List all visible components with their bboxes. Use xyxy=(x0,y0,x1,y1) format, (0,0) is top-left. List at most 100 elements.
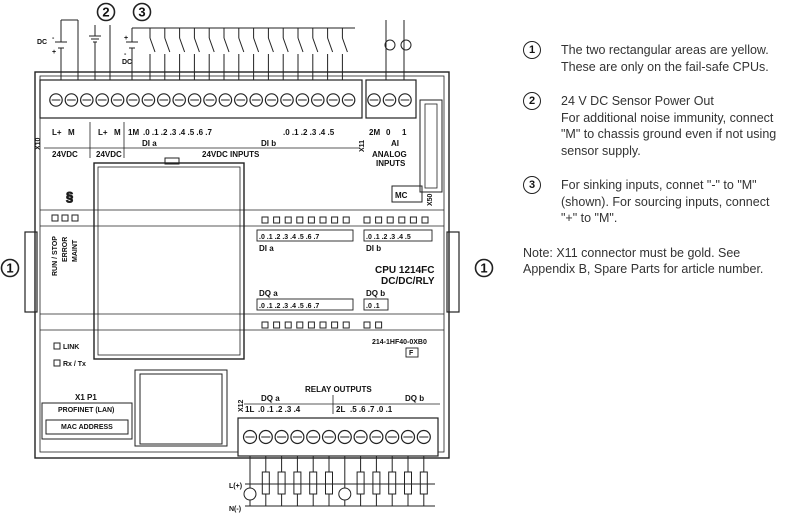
top-screw-16 xyxy=(295,93,310,107)
led-0-0 xyxy=(261,216,269,224)
led-0-6 xyxy=(331,216,339,224)
led-2-0 xyxy=(261,321,269,329)
io-panels xyxy=(256,229,433,311)
switch-blade-8 xyxy=(267,37,274,53)
load-11 xyxy=(419,471,428,495)
ac-source-6 xyxy=(338,487,352,501)
relay-a-nums: .0 .1 .2 .3 .4 xyxy=(258,405,301,414)
note-3: 3 For sinking inputs, connet "-" to "M" … xyxy=(523,176,795,227)
note-3-line-2: (shown). For sourcing inputs, connect xyxy=(561,194,770,209)
relay-screw-9 xyxy=(385,429,400,445)
lplus2-label: L+ xyxy=(98,128,108,137)
load-5 xyxy=(325,471,333,495)
run-stop-label: RUN / STOP xyxy=(52,236,59,276)
load-7 xyxy=(356,471,365,495)
switch-blade-3 xyxy=(193,37,200,53)
top-screw-6 xyxy=(141,93,156,107)
top-screw-12 xyxy=(234,93,248,107)
note-1-number: 1 xyxy=(523,41,541,59)
relay-screw-11 xyxy=(416,429,431,445)
top-screw-1 xyxy=(64,93,79,107)
switch-blade-10 xyxy=(297,37,304,53)
dc-label: DC xyxy=(37,39,47,46)
callout-3-text: 3 xyxy=(138,5,145,20)
top-screw-11 xyxy=(218,93,233,107)
dia-top: DI a xyxy=(142,139,157,148)
led-1-1 xyxy=(375,216,383,224)
analog-screw-1 xyxy=(382,93,397,107)
relay-dqb: DQ b xyxy=(405,394,424,403)
led-0-1 xyxy=(273,216,281,224)
relay-outputs-label: RELAY OUTPUTS xyxy=(305,385,372,394)
relay-screw-3 xyxy=(290,429,305,445)
mc-label: MC xyxy=(395,191,408,200)
note-2-number: 2 xyxy=(523,92,541,110)
top-terminal-labels: X10 L+ M L+ M 1M .0 .1 .2 .3 .4 .5 .6 .7… xyxy=(35,128,407,168)
input-nums-b: .0 .1 .2 .3 .4 .5 xyxy=(283,128,335,137)
dqa-label: DQ a xyxy=(259,289,278,298)
note-3-line-3: "+" to "M". xyxy=(561,211,618,225)
analog-terminal-screws xyxy=(367,93,412,107)
led-0-5 xyxy=(319,216,327,224)
notes-panel: 1 The two rectangular areas are yellow. … xyxy=(523,41,795,278)
top-screw-10 xyxy=(203,93,217,107)
callout-1-right: 1 xyxy=(474,258,494,278)
relay-screw-2 xyxy=(274,429,289,445)
order-number: 214-1HF40-0XB0 xyxy=(372,339,427,346)
note-1-line-2: These are only on the fail-safe CPUs. xyxy=(561,59,769,74)
lplus-label: L+ xyxy=(52,128,62,137)
ai0-label: 0 xyxy=(386,128,391,137)
load-3 xyxy=(293,471,302,495)
led-2-6 xyxy=(331,321,339,329)
24vdc-mid: 24VDC xyxy=(96,150,122,159)
dc2-minus: - xyxy=(124,51,127,58)
callout-1-left: 1 xyxy=(0,258,20,278)
led-2-7 xyxy=(342,321,350,329)
load-10 xyxy=(404,471,412,495)
label-lines xyxy=(44,122,360,158)
x10-label: X10 xyxy=(35,137,42,150)
led-3-1 xyxy=(375,321,383,329)
analog-label: ANALOG xyxy=(372,150,407,159)
relay-screw-8 xyxy=(369,429,384,445)
ai-label: AI xyxy=(391,139,399,148)
note-3-number: 3 xyxy=(523,176,541,194)
relay-b-nums: .5 .6 .7 .0 .1 xyxy=(350,405,393,414)
dib-nums: .0 .1 .2 .3 .4 .5 xyxy=(366,234,411,241)
note-1-line-1: The two rectangular areas are yellow. xyxy=(561,43,769,57)
top-wiring xyxy=(55,19,412,80)
inputs-label: INPUTS xyxy=(376,159,406,168)
load-1 xyxy=(261,471,270,495)
dc2-label: DC xyxy=(122,59,132,66)
callout-3: 3 xyxy=(132,2,152,22)
top-screw-3 xyxy=(95,93,109,107)
note-2-line-2: For additional noise immunity, connect xyxy=(561,110,774,125)
switch-blade-9 xyxy=(282,37,289,53)
led-3-0 xyxy=(363,321,371,329)
callout-2-text: 2 xyxy=(102,5,109,20)
maint-label: MAINT xyxy=(72,239,79,262)
load-8 xyxy=(372,471,381,495)
rxtx-label: Rx / Tx xyxy=(63,361,86,368)
cpu-variant: DC/DC/RLY xyxy=(381,276,435,287)
ground-symbol: § xyxy=(66,189,73,204)
dia-label: DI a xyxy=(259,244,274,253)
ai1-label: 1 xyxy=(402,128,407,137)
led-1-4 xyxy=(409,216,417,224)
led-2-3 xyxy=(296,321,304,329)
callout-2: 2 xyxy=(96,2,116,22)
mac-label: MAC ADDRESS xyxy=(61,424,113,431)
switch-blade-0 xyxy=(149,37,156,53)
x11-label: X11 xyxy=(359,140,366,152)
led-0-3 xyxy=(296,216,304,224)
dqb-nums: .0 .1 xyxy=(366,303,380,310)
top-screw-2 xyxy=(80,93,94,107)
relay-screw-4 xyxy=(306,429,321,445)
note-2-line-1: 24 V DC Sensor Power Out xyxy=(561,94,714,108)
led-2-4 xyxy=(307,321,315,329)
switch-blade-11 xyxy=(312,37,319,53)
led-2-5 xyxy=(319,321,327,329)
error-label: ERROR xyxy=(62,237,69,262)
analog-screw-0 xyxy=(367,93,381,107)
relay-screw-7 xyxy=(353,429,368,445)
